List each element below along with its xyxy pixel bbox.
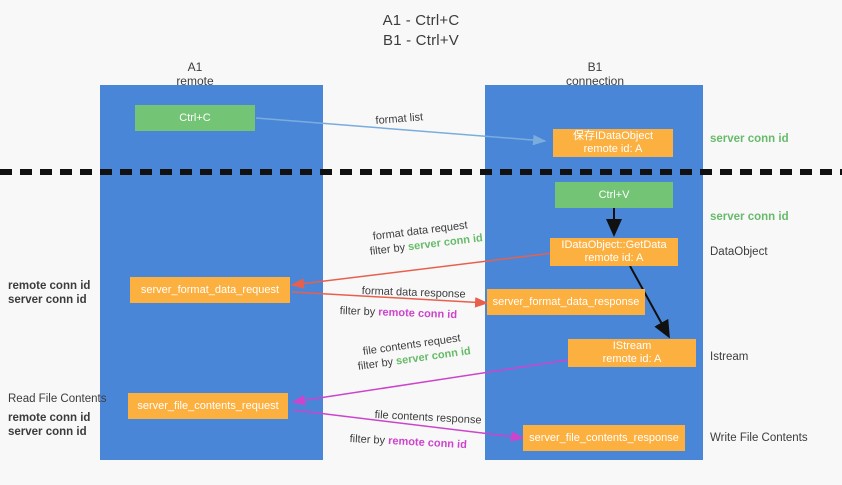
node-ctrl-c-label: Ctrl+C — [179, 111, 211, 124]
node-istream[interactable]: IStream remote id: A — [568, 339, 696, 367]
node-ctrl-v-label: Ctrl+V — [598, 188, 630, 201]
filter-prefix-2: filter by — [339, 304, 379, 319]
label-remote-conn-id-2: remote conn id — [8, 412, 91, 424]
arrow-label-file-contents-response-filter: filter by remote conn id — [349, 432, 467, 453]
arrow-label-format-list: format list — [375, 111, 424, 127]
node-save-idataobject-line2: remote id: A — [583, 143, 643, 155]
label-server-conn-id-2: server conn id — [8, 426, 87, 438]
node-save-idataobject[interactable]: 保存IDataObject remote id: A — [553, 129, 673, 157]
node-idataobject-getdata[interactable]: IDataObject::GetData remote id: A — [550, 238, 678, 266]
node-istream-line1: IStream — [612, 340, 652, 352]
node-ctrl-v[interactable]: Ctrl+V — [555, 182, 673, 208]
node-save-idataobject-line1: 保存IDataObject — [572, 130, 654, 142]
arrow-label-file-contents-response: file contents response — [374, 408, 482, 427]
node-server-format-data-response-label: server_format_data_response — [492, 295, 640, 308]
column-header-b1-sub: connection — [565, 74, 625, 88]
label-dataobject: DataObject — [710, 246, 768, 258]
filter-value-2: remote conn id — [378, 306, 458, 322]
arrow-label-format-data-response: format data response — [361, 284, 466, 301]
node-server-format-data-request-label: server_format_data_request — [140, 283, 280, 296]
node-idataobject-getdata-line2: remote id: A — [584, 252, 644, 264]
label-write-file-contents: Write File Contents — [710, 432, 808, 444]
title-line-1: A1 - Ctrl+C — [382, 12, 460, 29]
label-server-conn-id-top: server conn id — [710, 133, 789, 145]
node-server-format-data-response[interactable]: server_format_data_response — [487, 289, 645, 315]
node-ctrl-c[interactable]: Ctrl+C — [135, 105, 255, 131]
column-header-a1-sub: remote — [176, 74, 214, 88]
node-server-file-contents-response[interactable]: server_file_contents_response — [523, 425, 685, 451]
label-server-conn-id-mid: server conn id — [710, 211, 789, 223]
node-server-format-data-request[interactable]: server_format_data_request — [130, 277, 290, 303]
label-read-file-contents: Read File Contents — [8, 393, 107, 405]
label-istream: Istream — [710, 351, 749, 363]
filter-prefix-1: filter by — [369, 241, 409, 258]
node-server-file-contents-request-label: server_file_contents_request — [137, 399, 279, 412]
node-istream-line2: remote id: A — [602, 353, 662, 365]
filter-prefix-4: filter by — [349, 432, 389, 447]
filter-prefix-3: filter by — [357, 355, 397, 373]
label-server-conn-id-1: server conn id — [8, 294, 87, 306]
column-header-a1-name: A1 — [187, 60, 203, 74]
node-idataobject-getdata-line1: IDataObject::GetData — [561, 239, 667, 251]
column-header-b1-name: B1 — [587, 60, 603, 74]
node-server-file-contents-response-label: server_file_contents_response — [529, 431, 679, 444]
node-server-file-contents-request[interactable]: server_file_contents_request — [128, 393, 288, 419]
arrow-label-format-data-response-filter: filter by remote conn id — [339, 304, 458, 323]
filter-value-4: remote conn id — [387, 435, 468, 452]
label-remote-conn-id-1: remote conn id — [8, 280, 91, 292]
title-line-2: B1 - Ctrl+V — [383, 32, 459, 49]
